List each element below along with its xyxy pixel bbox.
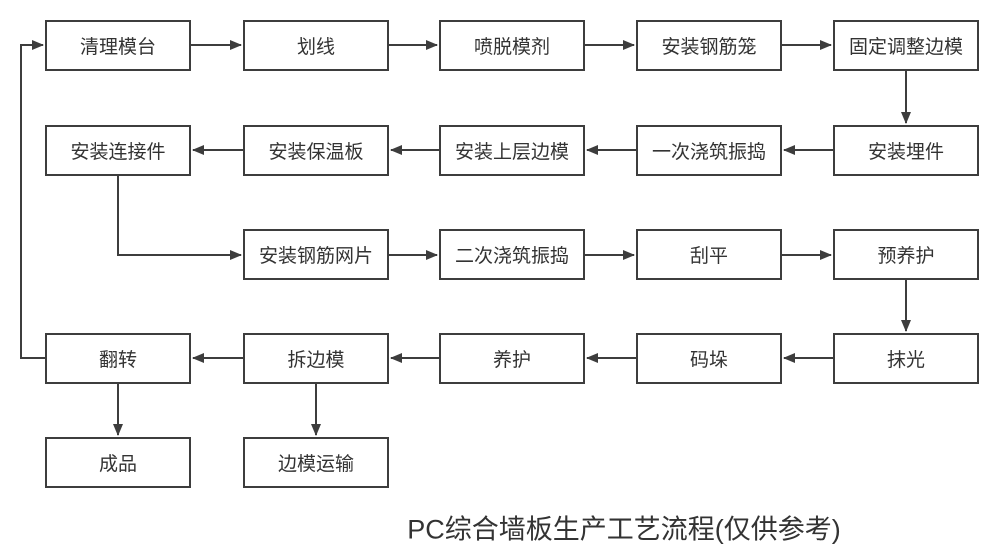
flow-node-install-rebar-mesh: 安装钢筋网片	[243, 229, 389, 280]
edge-flip-to-clean-mold-table	[20, 40, 45, 359]
flow-node-install-upper-side-mold: 安装上层边模	[439, 125, 585, 176]
flow-node-install-rebar-cage: 安装钢筋笼	[636, 20, 782, 71]
flow-node-spray-release-agent: 喷脱模剂	[439, 20, 585, 71]
flow-node-first-pour-vibrate: 一次浇筑振捣	[636, 125, 782, 176]
flow-node-side-mold-transport: 边模运输	[243, 437, 389, 488]
flow-node-remove-side-mold: 拆边模	[243, 333, 389, 384]
flow-node-second-pour-vibrate: 二次浇筑振捣	[439, 229, 585, 280]
flow-node-clean-mold-table: 清理模台	[45, 20, 191, 71]
flow-node-trowel-polish: 抹光	[833, 333, 979, 384]
flow-node-flip: 翻转	[45, 333, 191, 384]
flow-node-install-embedded-parts: 安装埋件	[833, 125, 979, 176]
diagram-caption: PC综合墙板生产工艺流程(仅供参考)	[407, 514, 841, 545]
edge-install-connectors-to-install-rebar-mesh	[117, 176, 242, 260]
flow-node-screed-flat: 刮平	[636, 229, 782, 280]
flow-node-install-insulation-board: 安装保温板	[243, 125, 389, 176]
flow-node-scribe-line: 划线	[243, 20, 389, 71]
flow-node-fix-adjust-side-mold: 固定调整边模	[833, 20, 979, 71]
flow-node-pre-curing: 预养护	[833, 229, 979, 280]
flow-node-install-connectors: 安装连接件	[45, 125, 191, 176]
flow-node-stack: 码垛	[636, 333, 782, 384]
flow-node-curing: 养护	[439, 333, 585, 384]
flow-node-finished-product: 成品	[45, 437, 191, 488]
